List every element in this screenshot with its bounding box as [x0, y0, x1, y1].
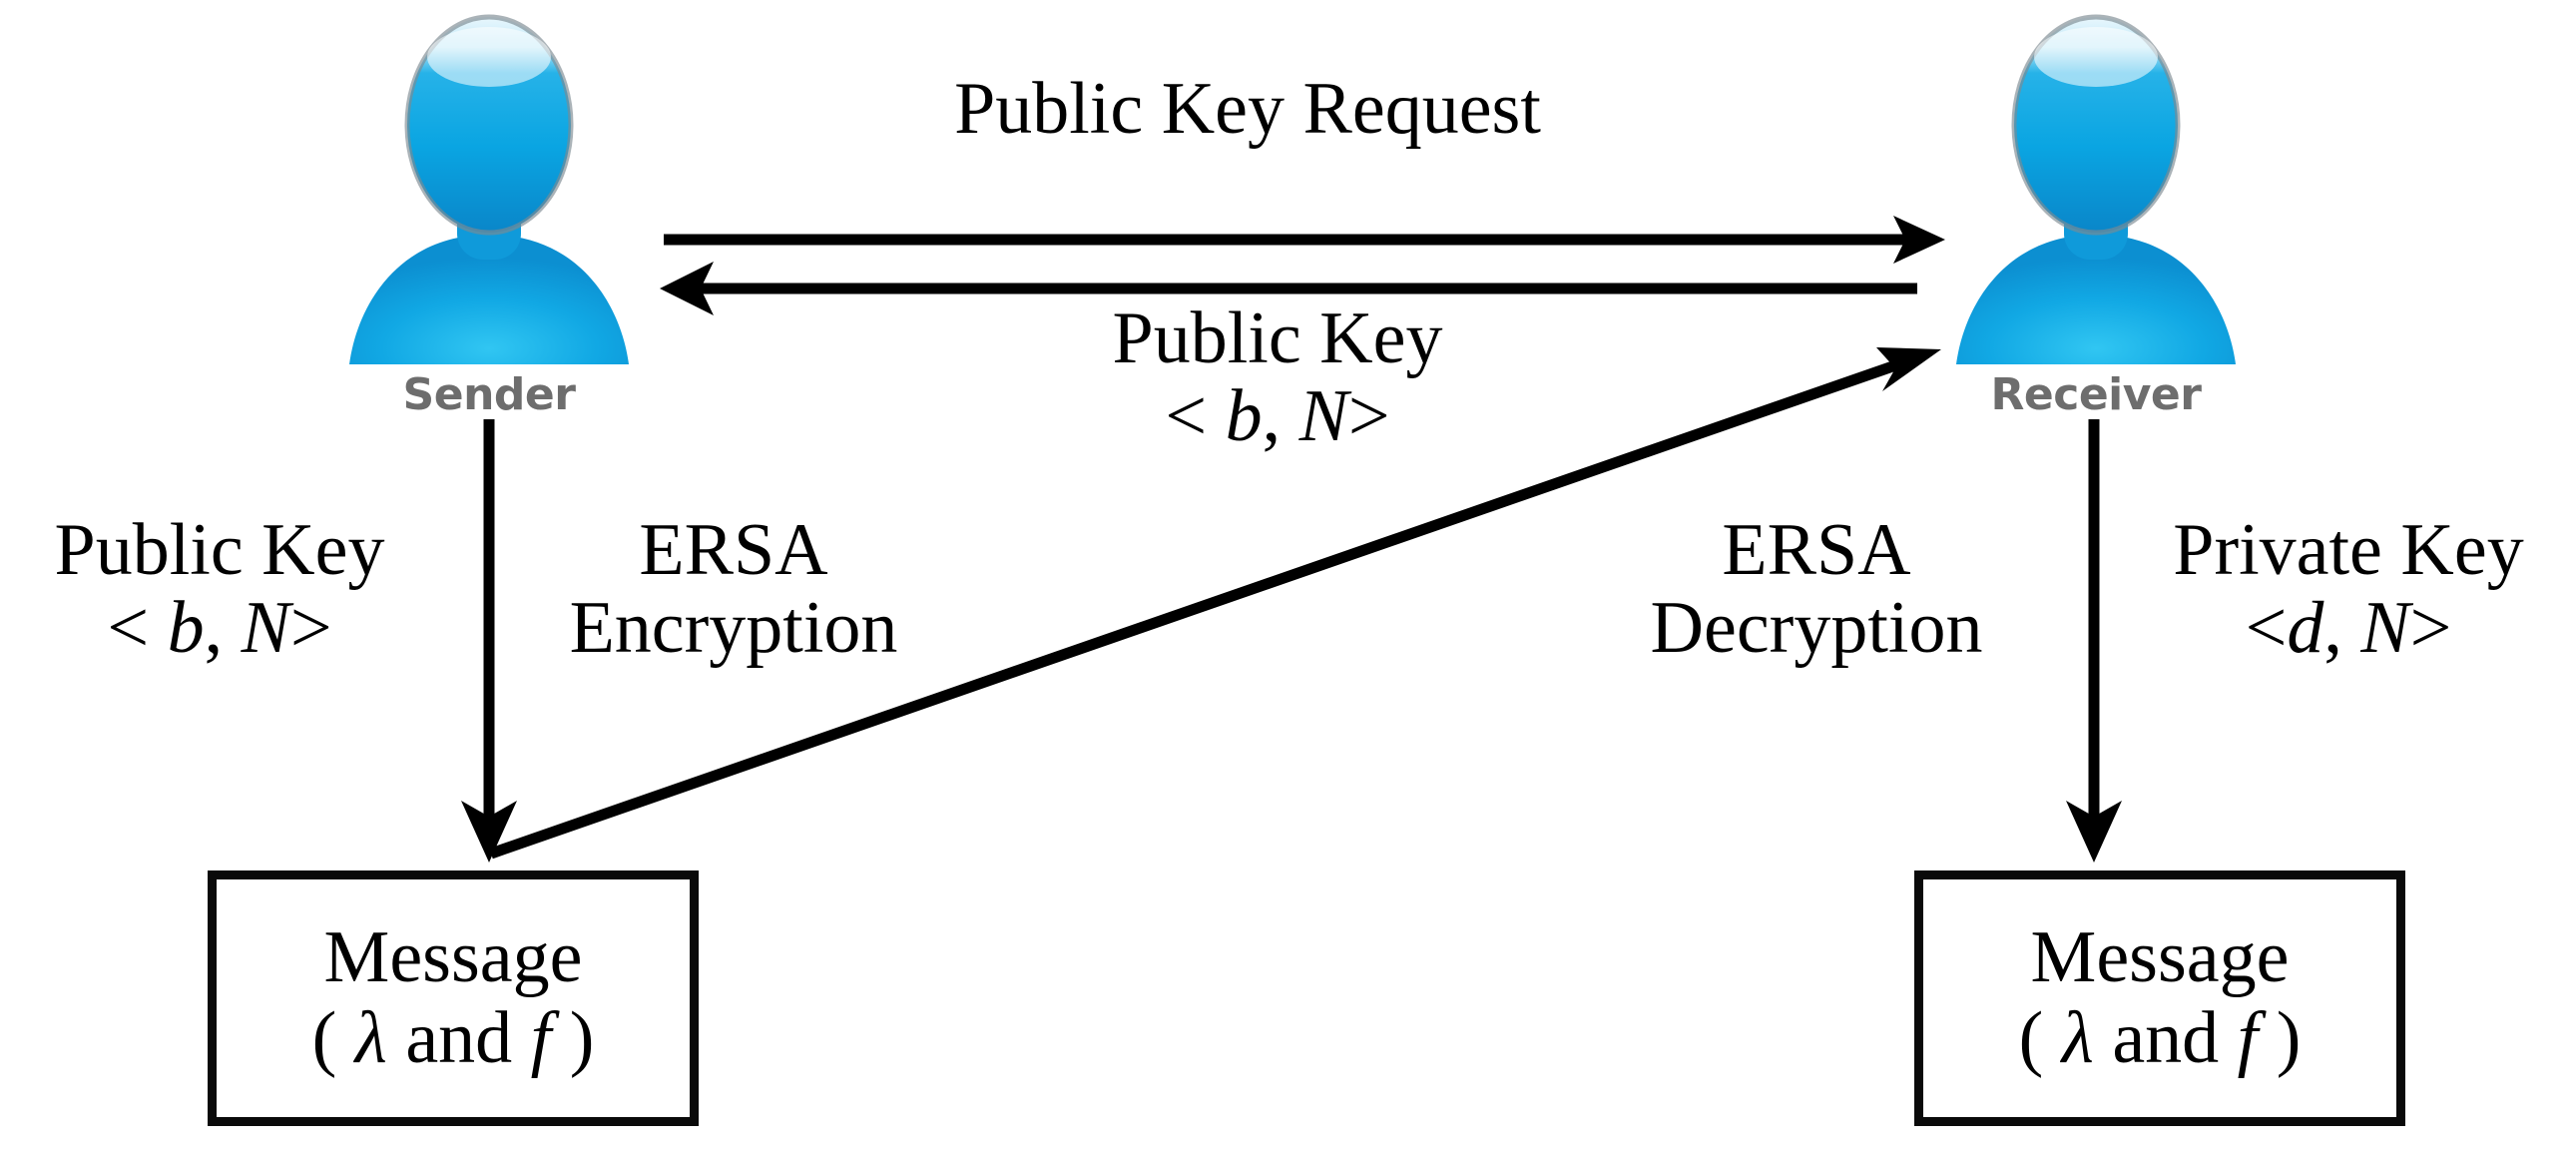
f-symbol: f [2237, 997, 2259, 1079]
user-avatar-icon [1956, 14, 2236, 364]
ersa-decryption-line2: Decryption [1650, 587, 1983, 670]
angle-open: < [107, 587, 168, 670]
public-key-response-line2: < b, N> [998, 377, 1557, 455]
sender-message-line1: Message [323, 915, 583, 998]
ciphertext-transfer-arrow [489, 347, 1941, 860]
paren-open: ( [311, 997, 355, 1079]
angle-close: > [289, 587, 332, 670]
receiver-message-line1: Message [2030, 915, 2290, 998]
ersa-decryption-line1: ERSA [1722, 509, 1911, 591]
sender-message-box: Message ( λ and f ) [208, 870, 699, 1126]
ersa-encryption-line2: Encryption [569, 587, 898, 670]
sender-avatar [339, 5, 639, 364]
var-n: N [241, 587, 290, 670]
lambda-symbol: λ [354, 997, 387, 1079]
ersa-decryption-label: ERSA Decryption [1592, 511, 2041, 668]
receiver-private-key-line1: Private Key [2173, 509, 2524, 591]
and-word: and [386, 997, 531, 1079]
ersa-encryption-label: ERSA Encryption [519, 511, 948, 668]
comma-sep: , [1262, 375, 1299, 458]
receiver-private-key-label: Private Key <d, N> [2121, 511, 2576, 668]
public-key-request-text: Public Key Request [954, 68, 1541, 150]
receiver-decryption-arrow [2066, 419, 2122, 863]
public-key-request-label: Public Key Request [759, 70, 1737, 148]
receiver-message-box: Message ( λ and f ) [1914, 870, 2405, 1126]
sender-label: Sender [402, 369, 576, 420]
receiver-avatar [1946, 5, 2246, 364]
public-key-request-arrow [664, 216, 1945, 264]
public-key-response-arrow [660, 262, 1917, 315]
receiver-label: Receiver [1990, 369, 2202, 420]
var-b: b [1225, 375, 1263, 458]
sender-message-line2: ( λ and f ) [311, 997, 595, 1079]
angle-close: > [1347, 375, 1390, 458]
sender-public-key-line2: < b, N> [0, 589, 439, 667]
paren-close: ) [551, 997, 595, 1079]
angle-close: > [2409, 587, 2452, 670]
var-b: b [167, 587, 205, 670]
receiver-private-key-line2: <d, N> [2121, 589, 2576, 667]
user-avatar-icon [349, 14, 629, 364]
receiver-message-line2: ( λ and f ) [2018, 997, 2302, 1079]
sender-public-key-label: Public Key < b, N> [0, 511, 439, 668]
ersa-encryption-line1: ERSA [639, 509, 828, 591]
var-n: N [2360, 587, 2410, 670]
f-symbol: f [530, 997, 552, 1079]
public-key-response-label: Public Key < b, N> [998, 299, 1557, 456]
lambda-symbol: λ [2061, 997, 2094, 1079]
sender-encryption-arrow [461, 419, 517, 863]
paren-open: ( [2018, 997, 2062, 1079]
angle-open: < [1165, 375, 1226, 458]
var-d: d [2287, 587, 2324, 670]
sender-public-key-line1: Public Key [54, 509, 385, 591]
angle-open: < [2245, 587, 2288, 670]
comma-sep: , [204, 587, 242, 670]
paren-close: ) [2258, 997, 2302, 1079]
comma-sep: , [2323, 587, 2361, 670]
var-n: N [1298, 375, 1348, 458]
public-key-response-line1: Public Key [1112, 297, 1443, 379]
and-word: and [2093, 997, 2238, 1079]
